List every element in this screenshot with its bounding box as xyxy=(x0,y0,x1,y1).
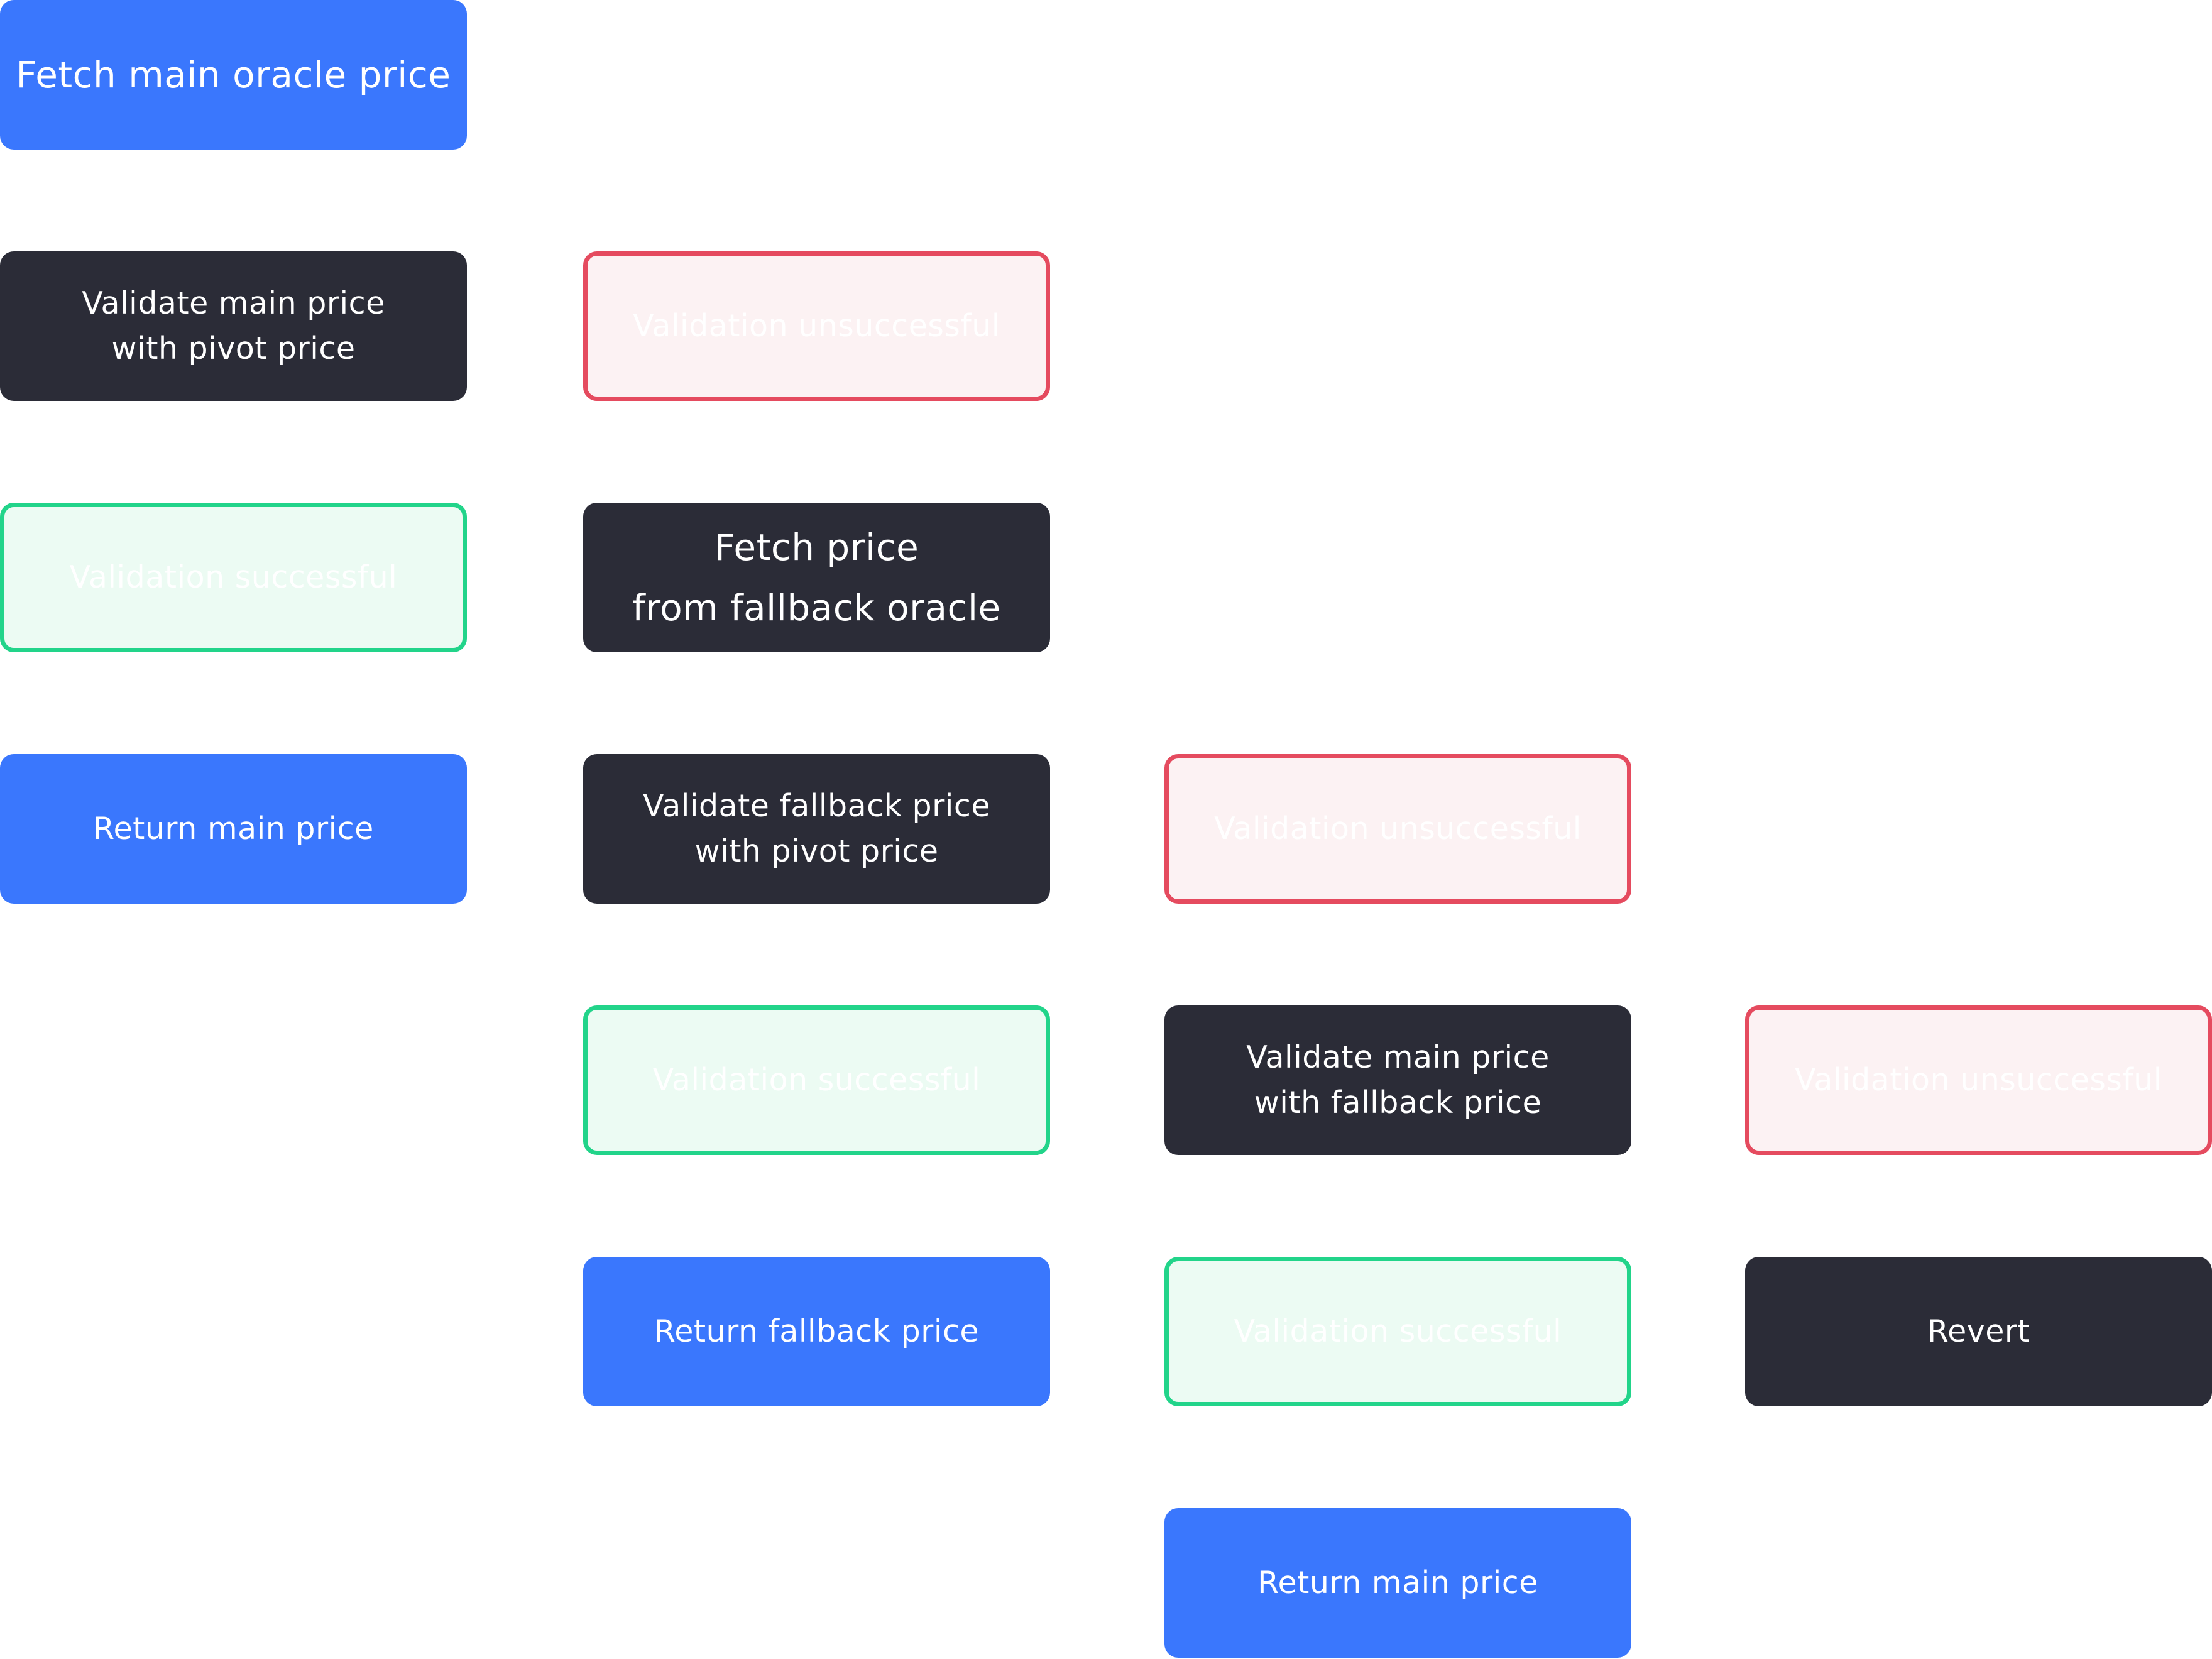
node-label-line-2: from fallback oracle xyxy=(632,586,1001,629)
validation-successful-node-2: Validation successful xyxy=(583,1005,1050,1155)
validation-unsuccessful-node-2: Validation unsuccessful xyxy=(1164,754,1631,904)
return-fallback-price-node: Return fallback price xyxy=(583,1257,1050,1406)
node-label-line-1: Validate fallback price xyxy=(642,788,990,824)
validation-unsuccessful-node-3: Validation unsuccessful xyxy=(1745,1005,2212,1155)
node-label: Return main price xyxy=(1257,1565,1538,1601)
node-label: Fetch main oracle price xyxy=(16,53,451,96)
node-label: Validation successful xyxy=(69,559,398,595)
validate-main-with-fallback-node: Validate main price with fallback price xyxy=(1164,1005,1631,1155)
node-label: Validation unsuccessful xyxy=(1214,811,1582,846)
node-label-line-2: with pivot price xyxy=(111,331,356,366)
node-label: Validation successful xyxy=(652,1062,981,1098)
node-label-line-2: with pivot price xyxy=(694,833,939,869)
node-label: Validation successful xyxy=(1234,1313,1562,1349)
node-label-line-1: Validate main price xyxy=(1246,1039,1550,1075)
validate-main-with-pivot-node: Validate main price with pivot price xyxy=(0,251,467,401)
validate-fallback-with-pivot-node: Validate fallback price with pivot price xyxy=(583,754,1050,904)
node-label: Validation unsuccessful xyxy=(633,308,1000,344)
node-label: Revert xyxy=(1927,1313,2030,1349)
fetch-main-oracle-price-node: Fetch main oracle price xyxy=(0,0,467,150)
node-label: Return fallback price xyxy=(654,1313,980,1349)
revert-node: Revert xyxy=(1745,1257,2212,1406)
node-label-line-1: Validate main price xyxy=(82,285,385,321)
return-main-price-node-2: Return main price xyxy=(1164,1508,1631,1658)
validation-successful-node-1: Validation successful xyxy=(0,503,467,652)
validation-unsuccessful-node-1: Validation unsuccessful xyxy=(583,251,1050,401)
fetch-fallback-oracle-node: Fetch price from fallback oracle xyxy=(583,503,1050,652)
validation-successful-node-3: Validation successful xyxy=(1164,1257,1631,1406)
node-label-line-2: with fallback price xyxy=(1254,1085,1542,1120)
node-label: Return main price xyxy=(93,811,374,846)
node-label-line-1: Fetch price xyxy=(714,526,919,569)
node-label: Validation unsuccessful xyxy=(1795,1062,2162,1098)
return-main-price-node-1: Return main price xyxy=(0,754,467,904)
